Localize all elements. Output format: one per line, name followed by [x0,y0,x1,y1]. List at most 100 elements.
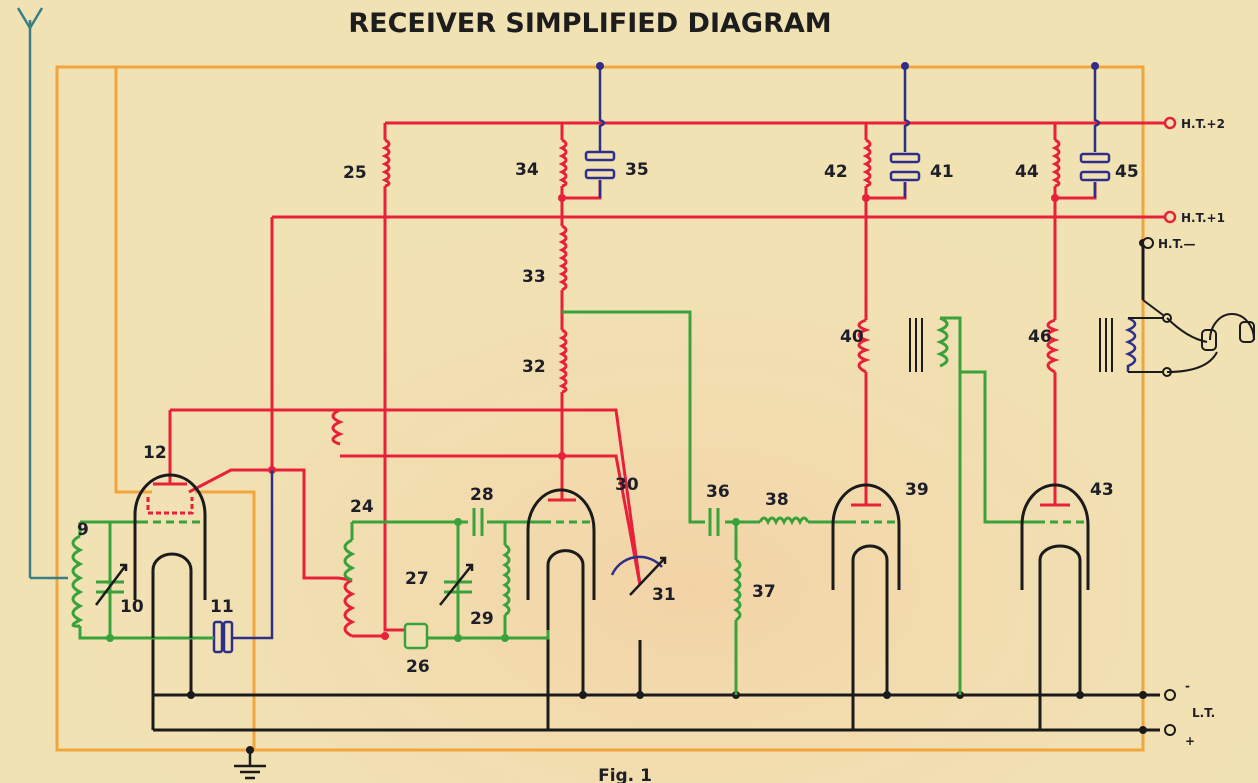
resistor-42-coil [862,138,872,188]
condenser-28-plates [472,508,484,536]
c31-arc [610,555,663,576]
label-29: 29 [470,609,494,629]
label-36: 36 [706,482,730,502]
condenser-11-a [212,620,224,654]
label-26: 26 [406,657,430,677]
variable-arrows [95,563,474,606]
valve-43-filament [1038,544,1082,620]
transformer-cores [909,318,1113,372]
coil-24-top [350,520,468,540]
lt-minus-terminal [1164,689,1176,701]
label-34: 34 [515,160,539,180]
condenser-10-arrow [95,563,128,606]
frame-wire [55,65,1145,752]
figure-caption: Fig. 1 [598,766,652,783]
terminal-labels: H.T.+2 H.T.+1 H.T.— - L.T. + [1158,117,1225,748]
c45-lead [1093,66,1101,198]
label-28: 28 [470,485,494,505]
condenser-45-a [1079,152,1111,164]
reaction-lead [188,468,272,494]
c35-lead [598,66,606,198]
aerial [16,7,68,580]
valve-12-filament [151,552,193,638]
filament-return-wire [195,490,256,750]
label-ht-plus-1: H.T.+1 [1181,211,1225,225]
valves [133,473,1090,638]
label-lt: L.T. [1192,706,1215,720]
coil-9-leads [78,522,214,640]
label-12: 12 [143,443,167,463]
label-25: 25 [343,163,367,183]
resistor-37-coil [733,558,742,622]
transformer-40-secondary [936,316,949,368]
label-lt-plus: + [1185,734,1195,748]
resistor-34-coil [558,138,568,188]
label-24: 24 [350,497,374,517]
label-43: 43 [1090,480,1114,500]
label-10: 10 [120,597,144,617]
valve-43-envelope [1020,483,1090,590]
resistor-25-coil [381,138,391,188]
coil-24-red [343,578,356,638]
headphones [1128,299,1255,377]
c41-lead [903,66,911,198]
resistor-38-coil [758,516,810,526]
diagram-title: RECEIVER SIMPLIFIED DIAGRAM [348,8,831,39]
v12-anode-lead [168,408,642,586]
label-35: 35 [625,160,649,180]
label-40: 40 [840,327,864,347]
v12-screen [146,497,194,515]
coil-24-green [343,538,356,582]
green-condensers [96,508,720,594]
t40-secondary-return [940,316,962,695]
resistor-29-coil [502,543,511,617]
label-9: 9 [77,520,89,540]
valve-39-filament [851,544,889,620]
condenser-41-b [889,170,921,182]
resistor-44-coil [1051,138,1061,188]
label-42: 42 [824,162,848,182]
condenser-11-b [222,620,234,654]
condenser-35-a [584,150,616,162]
reaction-coil-feed [272,468,338,580]
condenser-31-arrow [629,556,667,596]
t40-to-v43-grid [960,370,1040,524]
ht-wiring [146,121,1165,632]
valve-30-envelope [526,488,596,600]
valve-12-envelope [133,473,207,600]
lt-bus [151,243,1160,732]
label-30: 30 [615,475,639,495]
transformer-46-secondary [1124,316,1137,372]
component-labels: 9 10 11 12 25 24 26 27 28 29 30 31 32 33… [77,160,1139,677]
label-27: 27 [405,569,429,589]
reaction-coil-upper [331,408,344,446]
ht1-terminal [1163,210,1177,224]
label-33: 33 [522,267,546,287]
label-31: 31 [652,585,676,605]
label-11: 11 [210,597,234,617]
label-46: 46 [1028,327,1052,347]
label-37: 37 [752,582,776,602]
label-44: 44 [1015,162,1039,182]
headphone-cords [1166,317,1218,373]
grid-junctions [106,518,740,642]
condenser-35-b [584,168,616,180]
ht-minus-terminal [1142,237,1154,249]
label-39: 39 [905,480,929,500]
condenser-27-arrow [439,563,474,606]
lt-plus-terminal [1164,724,1176,736]
label-ht-minus: H.T.— [1158,237,1196,251]
label-lt-minus: - [1185,679,1190,693]
label-41: 41 [930,162,954,182]
bypass-wiring [232,66,1101,640]
resistor-32-coil [558,328,568,394]
blue-condensers [212,150,1111,654]
reaction-return [340,454,642,586]
c36-feed [562,310,705,524]
green-coils [71,316,949,628]
ht2-terminal [1163,116,1177,130]
red-coils [331,138,1061,638]
label-38: 38 [765,490,789,510]
